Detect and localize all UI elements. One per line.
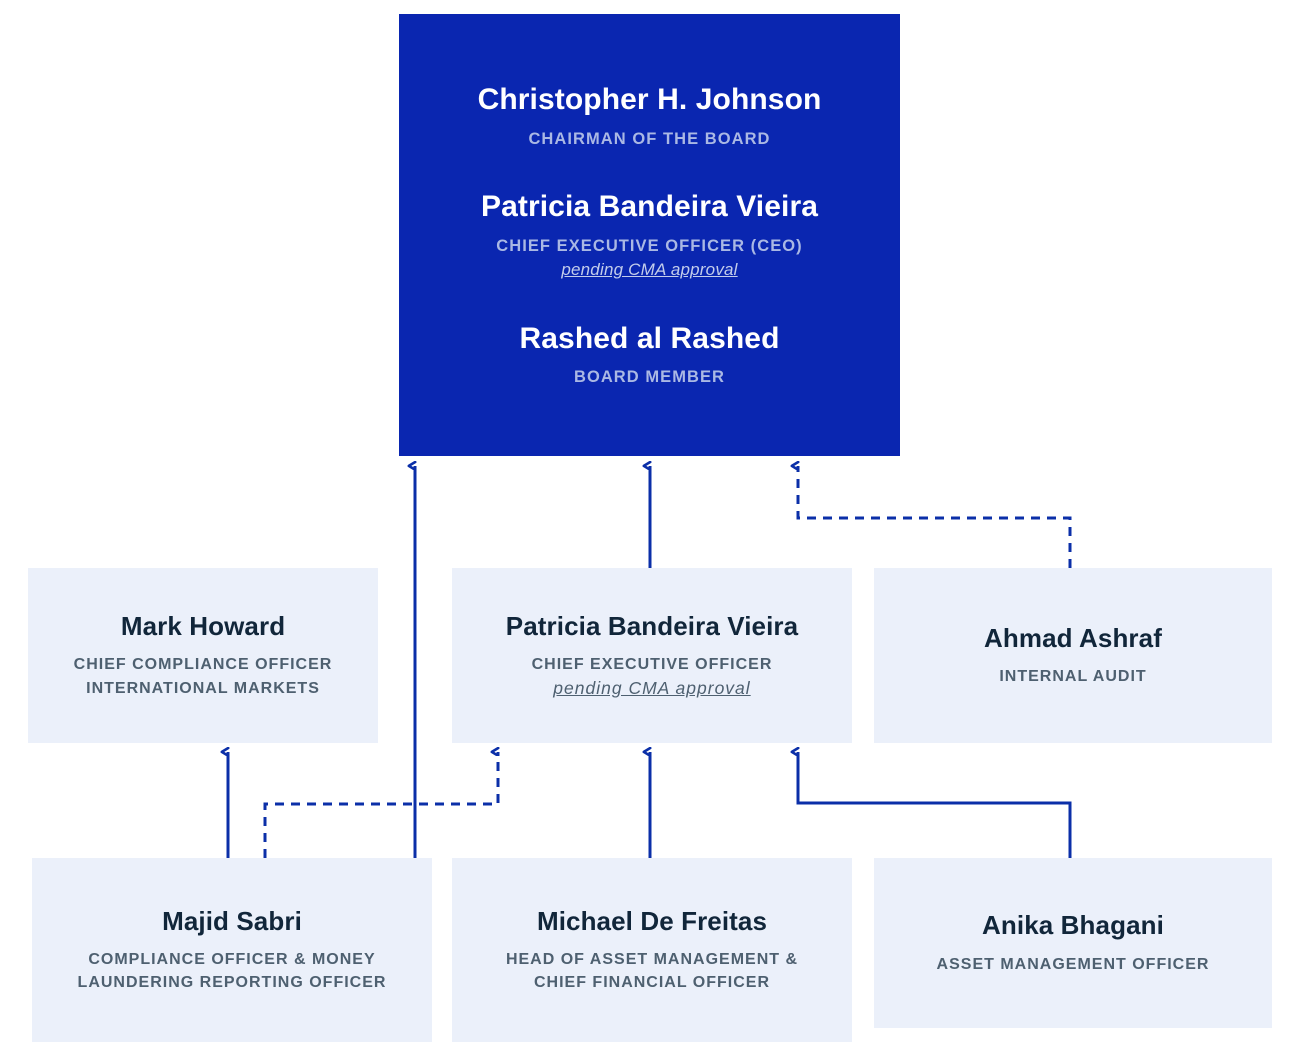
node-role-line2: CHIEF FINANCIAL OFFICER [533,974,770,992]
node-role: CHIEF EXECUTIVE OFFICER [532,653,773,676]
board-member-role: BOARD MEMBER [573,368,725,387]
connector-majid-to-patricia [263,752,500,858]
node-anika-bhagani[interactable]: Anika Bhagani ASSET MANAGEMENT OFFICER [874,858,1272,1028]
node-board-executive[interactable]: Christopher H. Johnson CHAIRMAN OF THE B… [399,14,900,456]
board-member-ceo: Patricia Bandeira Vieira CHIEF EXECUTIVE… [419,189,880,280]
board-member-role: CHIEF EXECUTIVE OFFICER (CEO) [496,236,803,255]
node-name: Michael De Freitas [536,905,768,936]
node-role-line1: ASSET MANAGEMENT OFFICER [936,955,1210,973]
node-role: HEAD OF ASSET MANAGEMENT & CHIEF FINANCI… [506,948,798,994]
connector-ahmad-to-board [798,466,1072,568]
node-name: Mark Howard [120,611,286,642]
node-role: CHIEF COMPLIANCE OFFICER INTERNATIONAL M… [74,653,333,699]
node-michael-de-freitas[interactable]: Michael De Freitas HEAD OF ASSET MANAGEM… [452,858,852,1042]
connector-anika-to-ahmad [798,752,1072,858]
node-majid-sabri[interactable]: Majid Sabri COMPLIANCE OFFICER & MONEY L… [32,858,432,1042]
node-name: Ahmad Ashraf [984,622,1162,653]
node-role: COMPLIANCE OFFICER & MONEY LAUNDERING RE… [78,948,387,994]
board-member-chairman: Christopher H. Johnson CHAIRMAN OF THE B… [419,82,880,149]
board-member-name: Rashed al Rashed [519,321,780,355]
node-role-line1: CHIEF EXECUTIVE OFFICER [531,655,773,673]
node-role-line2: INTERNATIONAL MARKETS [86,679,320,697]
node-role: ASSET MANAGEMENT OFFICER [937,953,1210,976]
node-patricia-bandeira-vieira[interactable]: Patricia Bandeira Vieira CHIEF EXECUTIVE… [452,568,852,743]
node-role-line2: LAUNDERING REPORTING OFFICER [77,974,387,992]
board-member-member: Rashed al Rashed BOARD MEMBER [419,321,880,388]
node-role-line1: INTERNAL AUDIT [999,668,1147,685]
node-name: Majid Sabri [162,905,302,936]
board-member-pending-note: pending CMA approval [561,260,738,280]
board-member-role: CHAIRMAN OF THE BOARD [528,129,771,148]
node-ahmad-ashraf[interactable]: Ahmad Ashraf INTERNAL AUDIT [874,568,1272,743]
node-mark-howard[interactable]: Mark Howard CHIEF COMPLIANCE OFFICER INT… [28,568,378,743]
node-name: Anika Bhagani [982,910,1164,941]
board-member-name: Patricia Bandeira Vieira [480,190,819,224]
node-role-line1: HEAD OF ASSET MANAGEMENT & [505,950,799,968]
node-role-line1: CHIEF COMPLIANCE OFFICER [73,656,333,674]
node-role: INTERNAL AUDIT [999,665,1146,688]
node-name: Patricia Bandeira Vieira [505,610,799,641]
node-pending-note: pending CMA approval [553,677,751,698]
node-role-line1: COMPLIANCE OFFICER & MONEY [88,950,376,968]
board-member-name: Christopher H. Johnson [477,83,822,117]
